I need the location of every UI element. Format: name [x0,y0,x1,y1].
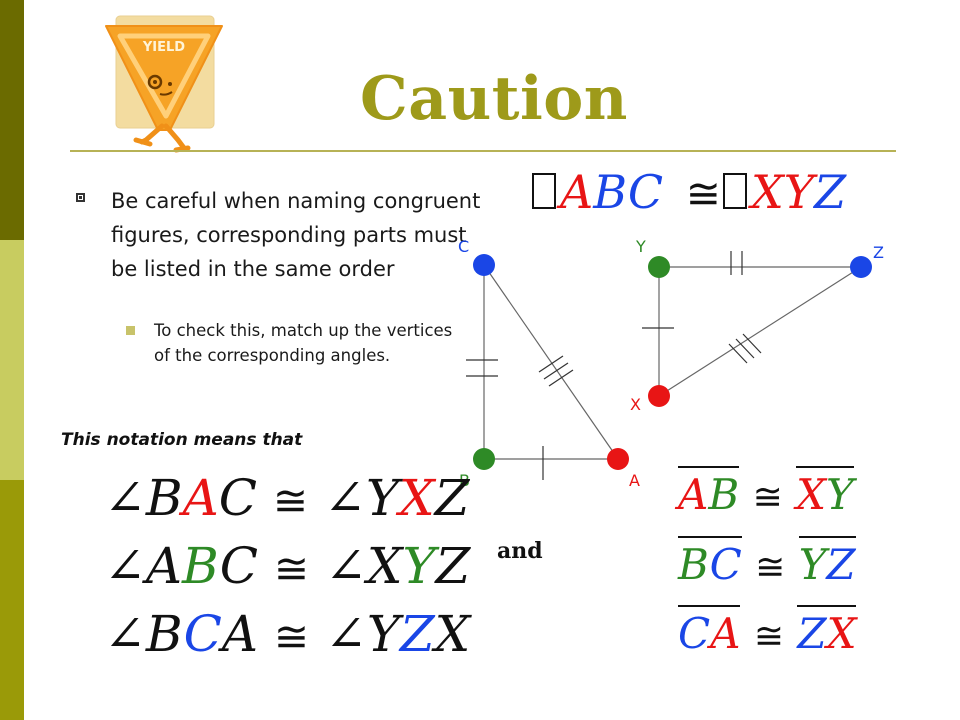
segment-congruence-bc: BC ≅ YZ [678,536,856,596]
side-ca [483,264,619,460]
segment-congruence-ca: CA ≅ ZX [678,605,857,665]
tick-ca-2 [543,362,569,380]
segment-congruence-ab: AB ≅ XY [678,466,854,526]
and-label: and [497,538,543,564]
side-xz [658,266,862,397]
triangle-symbol-icon-2 [722,173,747,209]
yield-sign-logo: YIELD [105,15,223,153]
tick-xz-2 [735,338,755,359]
vertex-y-point [648,256,670,278]
notation-note: This notation means that [61,430,303,450]
yield-text: YIELD [142,40,185,55]
vertex-z-label: Z [873,243,884,262]
bullet-marker-icon [76,193,85,202]
vertex-x-point [648,385,670,407]
bullet-sub-text: To check this, match up the vertices of … [154,321,453,365]
tick-ca-3 [548,369,574,387]
angle-congruence-bca: ∠BCA ≅ ∠YZX [104,605,471,663]
title-divider [70,150,896,152]
vertex-y-label: Y [635,237,646,256]
sub-bullet-marker-icon [126,326,135,335]
vertex-x-label: X [630,395,641,414]
vertex-a-point [607,448,629,470]
side-bar-middle [0,240,24,480]
vertex-b-point [473,448,495,470]
tick-xz-3 [742,333,762,354]
vertex-z-point [850,256,872,278]
angle-congruence-abc: ∠ABC ≅ ∠XYZ [104,537,471,595]
slide-title: Caution [360,64,628,134]
tick-ca-1 [538,355,564,373]
triangle-congruence-statement: ABC ≅XYZ [530,164,846,222]
angle-congruence-bac: ∠BAC ≅ ∠YXZ [104,469,470,527]
vertex-a-label: A [629,471,640,490]
side-bar-top [0,0,24,240]
tick-xz-1 [728,343,748,364]
triangle-symbol-icon [532,173,556,209]
side-bar-bottom [0,480,24,720]
bullet-main-text: Be careful when naming congruent figures… [111,189,481,281]
